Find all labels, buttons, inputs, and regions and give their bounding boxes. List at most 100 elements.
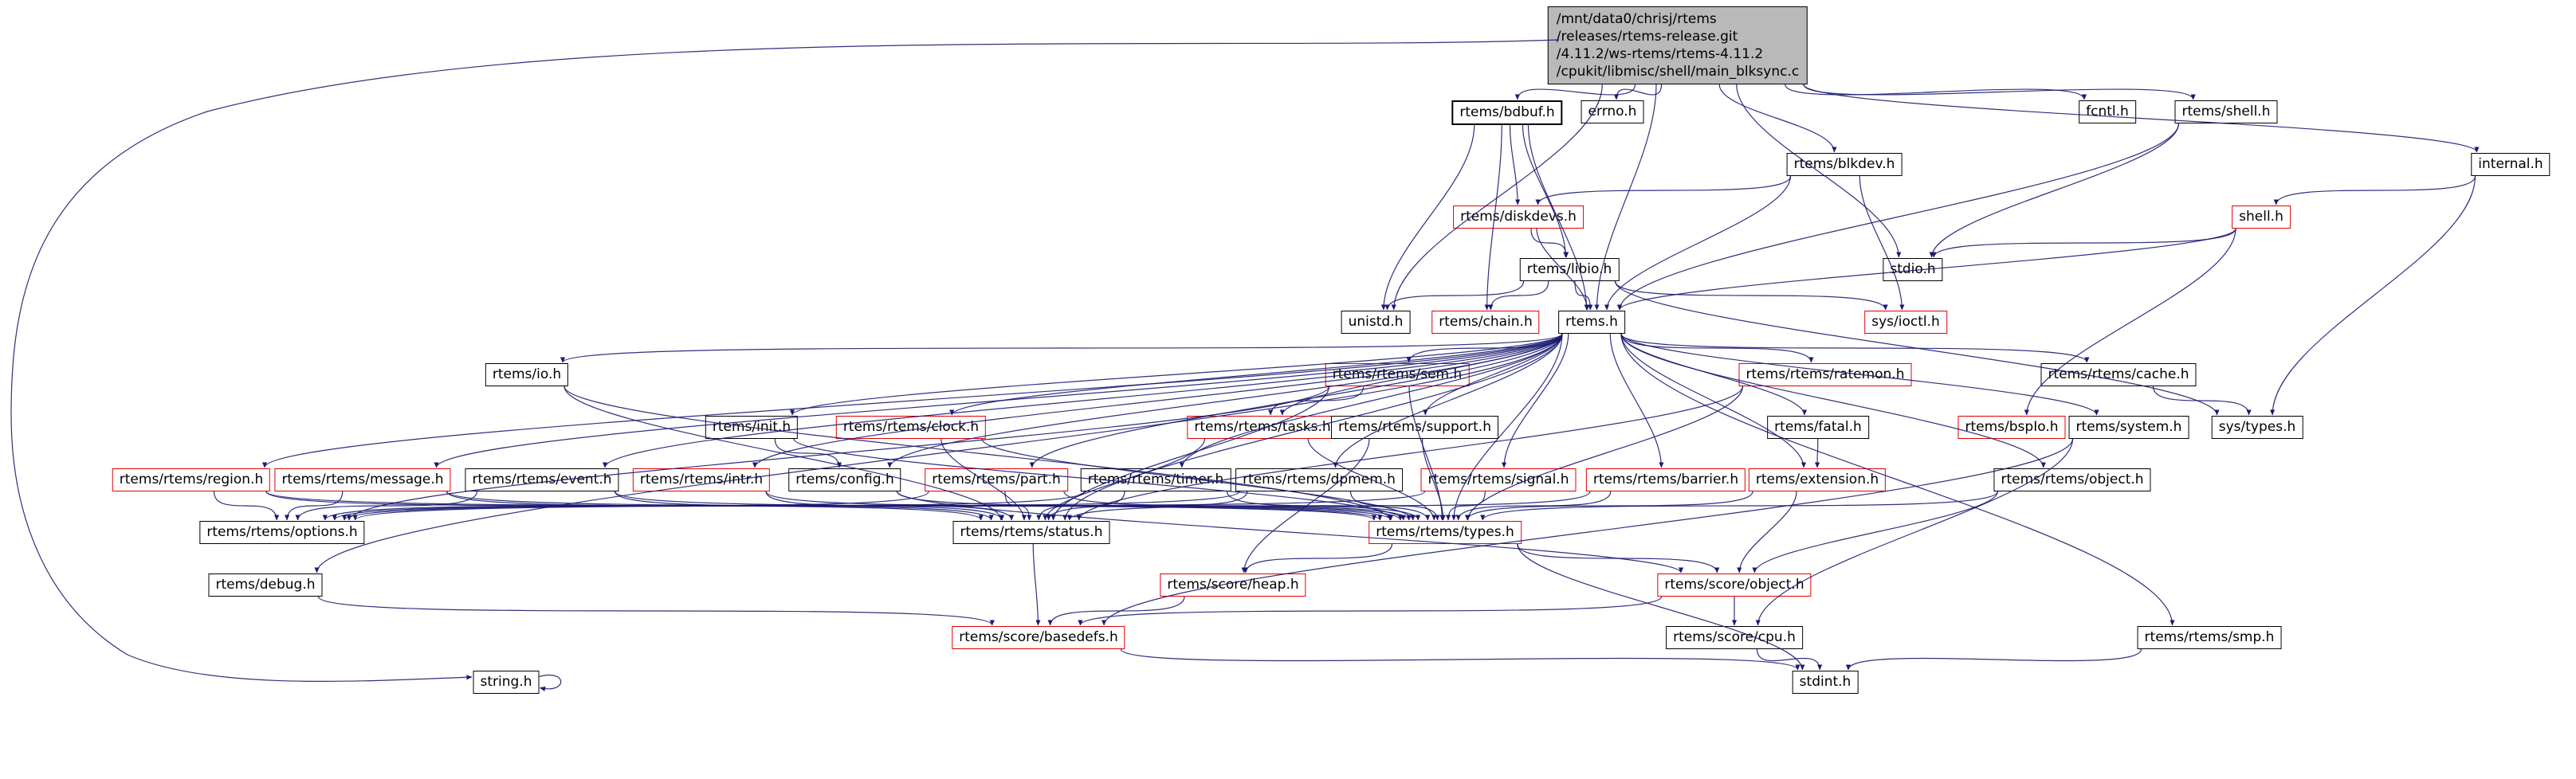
- include-edge-rtems-to-barrier: [1609, 333, 1664, 468]
- include-edge-ratemon-to-types: [1465, 386, 1744, 521]
- include-edge-config-to-types: [896, 491, 1412, 521]
- graph-node-unistd[interactable]: unistd.h: [1341, 311, 1411, 335]
- include-edge-bdbuf-to-libio: [1522, 124, 1569, 258]
- include-edge-main-to-internal: [1803, 84, 2480, 153]
- include-edge-system-to-basedefs: [1101, 438, 2074, 626]
- include-edge-blkdev-to-diskdevs: [1535, 175, 1792, 206]
- include-edge-timer-to-options: [332, 491, 1086, 521]
- include-edge-internal-to-systypes: [2269, 175, 2476, 416]
- include-edge-blkdev-to-ioctl: [1859, 175, 1905, 311]
- graph-node-string[interactable]: string.h: [473, 671, 540, 695]
- graph-node-stdint[interactable]: stdint.h: [1792, 671, 1859, 695]
- graph-node-object[interactable]: rtems/rtems/object.h: [1993, 468, 2151, 492]
- include-edge-libio-to-unistd: [1384, 280, 1525, 311]
- graph-node-score_object[interactable]: rtems/score/object.h: [1657, 573, 1812, 597]
- graph-node-part[interactable]: rtems/rtems/part.h: [925, 468, 1068, 492]
- graph-node-init[interactable]: rtems/init.h: [705, 416, 799, 440]
- graph-node-clock[interactable]: rtems/rtems/clock.h: [835, 416, 987, 440]
- include-edge-io-to-status: [564, 386, 1004, 521]
- graph-node-libio[interactable]: rtems/libio.h: [1519, 258, 1620, 282]
- graph-node-message[interactable]: rtems/rtems/message.h: [274, 468, 451, 492]
- graph-node-chain[interactable]: rtems/chain.h: [1431, 311, 1540, 335]
- include-edge-dpmem-to-types: [1349, 491, 1440, 521]
- graph-node-shell_local[interactable]: shell.h: [2232, 206, 2291, 229]
- graph-node-systypes[interactable]: sys/types.h: [2211, 416, 2303, 440]
- include-edge-libio-to-chain: [1488, 280, 1549, 311]
- graph-node-stdio[interactable]: stdio.h: [1883, 258, 1943, 282]
- graph-node-fcntl[interactable]: fcntl.h: [2079, 100, 2136, 124]
- graph-node-sem[interactable]: rtems/rtems/sem.h: [1325, 363, 1470, 387]
- graph-node-rtems[interactable]: rtems.h: [1558, 311, 1625, 335]
- graph-node-main[interactable]: /mnt/data0/chrisj/rtems/releases/rtems-r…: [1547, 6, 1808, 85]
- graph-node-debug[interactable]: rtems/debug.h: [208, 573, 323, 597]
- main-node-line: /4.11.2/ws-rtems/rtems-4.11.2: [1556, 46, 1764, 63]
- include-edge-diskdevs-to-libio: [1530, 228, 1569, 258]
- graph-node-internal[interactable]: internal.h: [2471, 153, 2550, 177]
- include-edge-sem-to-options: [346, 386, 1330, 521]
- include-edge-extension-to-score_object: [1737, 491, 1797, 573]
- graph-node-extension[interactable]: rtems/extension.h: [1748, 468, 1887, 492]
- graph-node-ratemon[interactable]: rtems/rtems/ratemon.h: [1738, 363, 1912, 387]
- graph-node-options[interactable]: rtems/rtems/options.h: [199, 521, 365, 545]
- graph-node-ioctl[interactable]: sys/ioctl.h: [1864, 311, 1947, 335]
- graph-node-signal[interactable]: rtems/rtems/signal.h: [1420, 468, 1577, 492]
- graph-node-bdbuf[interactable]: rtems/bdbuf.h: [1451, 100, 1563, 126]
- graph-node-intr[interactable]: rtems/rtems/intr.h: [632, 468, 771, 492]
- main-node-line: /mnt/data0/chrisj/rtems: [1556, 11, 1717, 27]
- graph-node-event[interactable]: rtems/rtems/event.h: [465, 468, 619, 492]
- graph-node-bspio[interactable]: rtems/bspIo.h: [1958, 416, 2066, 440]
- include-edge-score_object-to-basedefs: [1078, 596, 1663, 626]
- include-edge-rtems-to-intr: [752, 333, 1563, 468]
- include-edge-rtems-to-dpmem: [1333, 333, 1563, 468]
- include-edge-timer-to-status: [1036, 491, 1125, 521]
- graph-node-rtems_shell[interactable]: rtems/shell.h: [2174, 100, 2278, 124]
- include-edge-libio-to-ioctl: [1614, 280, 1888, 311]
- graph-node-status[interactable]: rtems/rtems/status.h: [952, 521, 1110, 545]
- graph-node-types[interactable]: rtems/rtems/types.h: [1368, 521, 1522, 545]
- include-edge-status-to-basedefs: [1032, 543, 1041, 626]
- include-edge-main-to-rtems_shell: [1803, 84, 2196, 100]
- include-edge-shell_local-to-stdio: [1931, 228, 2236, 258]
- graph-node-heap[interactable]: rtems/score/heap.h: [1160, 573, 1306, 597]
- include-edge-cache-to-systypes: [2152, 386, 2252, 416]
- include-edge-rtems-to-region: [262, 333, 1563, 468]
- include-edge-signal-to-options: [352, 491, 1426, 521]
- graph-node-tasks[interactable]: rtems/rtems/tasks.h: [1187, 416, 1338, 440]
- graph-node-dpmem[interactable]: rtems/rtems/dpmem.h: [1235, 468, 1403, 492]
- graph-node-basedefs[interactable]: rtems/score/basedefs.h: [952, 626, 1125, 650]
- include-edge-rtems-to-timer: [1179, 333, 1563, 468]
- graph-node-support[interactable]: rtems/rtems/support.h: [1331, 416, 1498, 440]
- include-edge-main-to-bdbuf: [1514, 84, 1636, 100]
- graph-node-timer[interactable]: rtems/rtems/timer.h: [1080, 468, 1231, 492]
- graph-node-region[interactable]: rtems/rtems/region.h: [112, 468, 271, 492]
- graph-node-score_cpu[interactable]: rtems/score/cpu.h: [1666, 626, 1803, 650]
- include-edge-object-to-score_object: [1752, 491, 1999, 573]
- graph-node-config[interactable]: rtems/config.h: [788, 468, 901, 492]
- include-edge-heap-to-basedefs: [1047, 596, 1185, 626]
- include-edge-part-to-status: [1004, 491, 1032, 521]
- include-edge-barrier-to-types: [1455, 491, 1612, 521]
- include-edge-main-to-fcntl: [1785, 84, 2087, 100]
- main-node-line: /cpukit/libmisc/shell/main_blksync.c: [1556, 64, 1800, 80]
- graph-node-smp[interactable]: rtems/rtems/smp.h: [2137, 626, 2282, 650]
- graph-node-errno[interactable]: errno.h: [1581, 100, 1644, 124]
- include-edge-dpmem-to-status: [1046, 491, 1248, 521]
- include-edge-message-to-types: [446, 491, 1383, 521]
- include-edge-smp-to-stdint: [1845, 648, 2142, 671]
- graph-node-io[interactable]: rtems/io.h: [485, 363, 569, 387]
- include-edge-message-to-status: [446, 491, 994, 521]
- include-edge-event-to-types: [614, 491, 1393, 521]
- include-edge-internal-to-shell_local: [2273, 175, 2476, 206]
- graph-node-fatal[interactable]: rtems/fatal.h: [1767, 416, 1869, 440]
- include-edge-rtems-to-ratemon: [1620, 333, 1814, 363]
- graph-node-diskdevs[interactable]: rtems/diskdevs.h: [1453, 206, 1584, 229]
- graph-node-system[interactable]: rtems/system.h: [2068, 416, 2189, 440]
- graph-node-cache[interactable]: rtems/rtems/cache.h: [2040, 363, 2197, 387]
- graph-node-blkdev[interactable]: rtems/blkdev.h: [1786, 153, 1903, 177]
- include-edge-fatal-to-extension: [1814, 438, 1820, 468]
- include-edge-region-to-types: [265, 491, 1376, 521]
- include-edge-rtems_shell-to-rtems: [1616, 123, 2180, 311]
- include-edge-string-to-string: [539, 675, 562, 692]
- graph-node-barrier[interactable]: rtems/rtems/barrier.h: [1585, 468, 1746, 492]
